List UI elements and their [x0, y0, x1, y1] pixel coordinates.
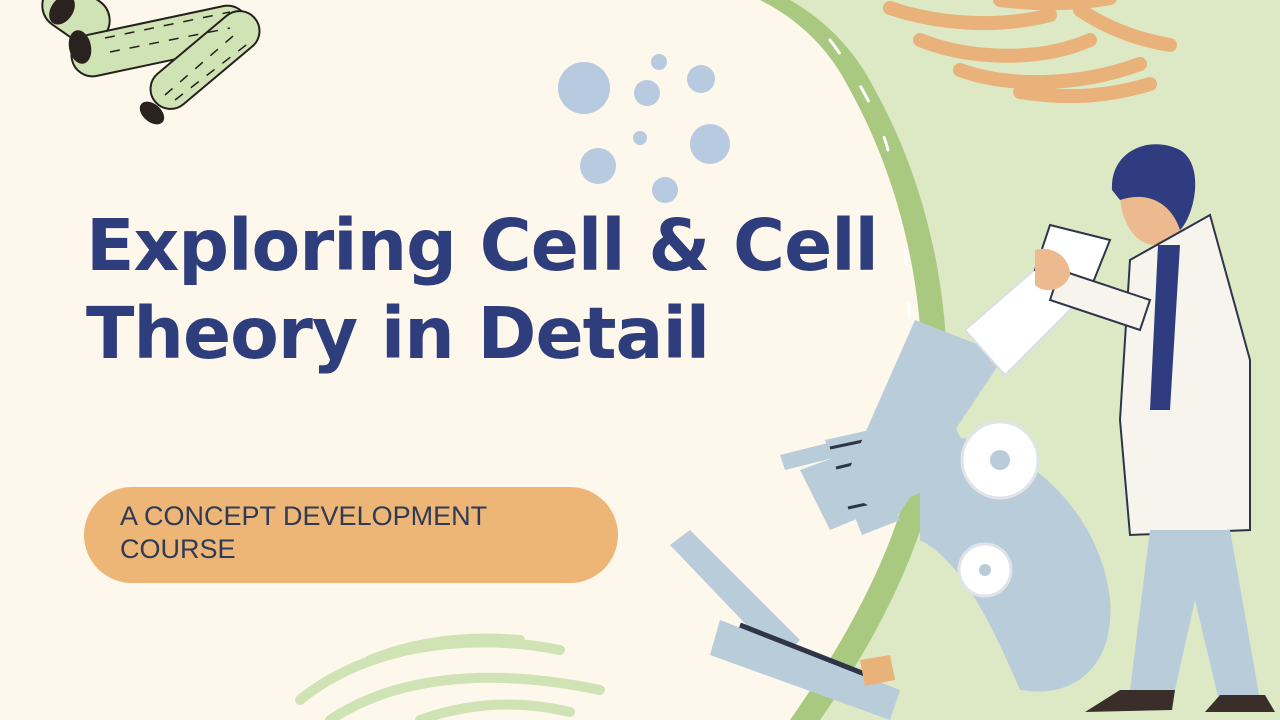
title-line-1: Exploring Cell & Cell	[86, 204, 879, 287]
subtitle-text: A CONCEPT DEVELOPMENT COURSE	[120, 501, 487, 564]
scientist-icon	[1035, 144, 1275, 712]
subtitle-pill	[84, 487, 618, 583]
microscope-icon	[670, 223, 1112, 720]
title-line-2: Theory in Detail	[86, 292, 710, 375]
page-title: Exploring Cell & Cell Theory in Detail	[86, 202, 879, 378]
orange-cells-icon	[883, 0, 1177, 104]
blue-dots-icon	[558, 54, 730, 203]
bacteria-cluster-icon	[41, 0, 261, 125]
green-bacteria-icon	[295, 633, 605, 720]
